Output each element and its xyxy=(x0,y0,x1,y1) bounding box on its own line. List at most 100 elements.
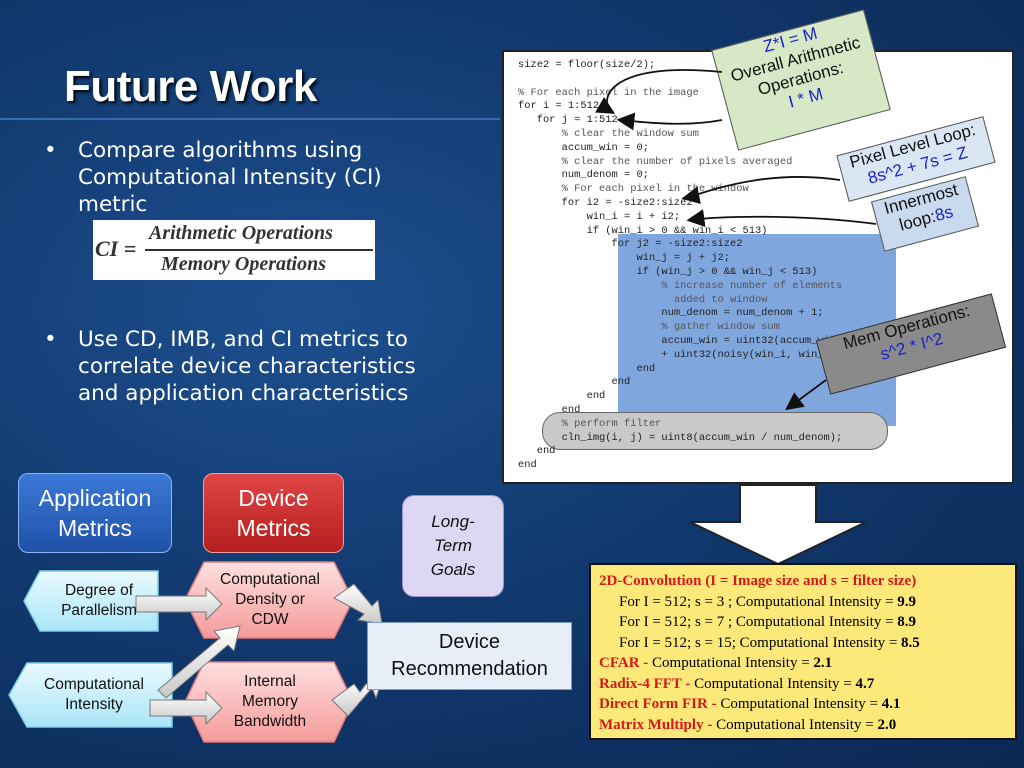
code-line: end xyxy=(518,362,656,375)
result-value: 2.0 xyxy=(877,716,897,733)
bullet-line: Computational Intensity (CI) xyxy=(78,165,382,190)
formula-lhs: CI = xyxy=(95,236,137,261)
box-line: Memory xyxy=(242,693,298,710)
code-comment-line: % clear the window sum xyxy=(518,127,699,140)
box-line: Device xyxy=(438,631,501,653)
bullet-line: Compare algorithms using xyxy=(78,138,363,163)
bullet-use-metrics: • Use CD, IMB, and CI metrics to correla… xyxy=(44,326,498,407)
result-text: Computational Intensity = xyxy=(694,675,856,692)
pointer-arrow xyxy=(686,209,877,228)
computational-intensity-label: Computational Intensity xyxy=(27,663,161,727)
result-row: CFAR - Computational Intensity = 2.1 xyxy=(599,653,1007,674)
code-line: end xyxy=(518,445,556,458)
pointer-arrow xyxy=(681,176,841,204)
code-line: end xyxy=(518,403,581,416)
code-comment-line: added to window xyxy=(518,293,768,306)
pointer-arrow xyxy=(595,69,723,114)
code-line: num_denom = num_denom + 1; xyxy=(518,307,824,320)
code-line: end xyxy=(518,376,631,389)
box-line: Computational xyxy=(44,676,144,693)
algorithm-name: Matrix Multiply - xyxy=(599,716,717,733)
bullet-line: metric xyxy=(78,192,148,217)
internal-memory-bandwidth-label: Internal Memory Bandwidth xyxy=(200,664,340,740)
result-text: Computational Intensity = xyxy=(720,696,882,712)
algorithm-name: Direct Form FIR - xyxy=(599,696,721,712)
result-row: Radix-4 FFT - Computational Intensity = … xyxy=(599,674,1007,695)
box-line: Internal xyxy=(244,673,296,690)
box-line: Metrics xyxy=(57,515,133,541)
box-line: Density or xyxy=(235,591,305,608)
title-divider xyxy=(0,118,500,120)
slide-title: Future Work xyxy=(64,62,317,111)
code-line: accum_win = 0; xyxy=(518,141,649,154)
application-metrics-box: Application Metrics xyxy=(18,473,172,553)
metrics-diagram-shapes xyxy=(8,561,383,743)
result-row: Matrix Multiply - Computational Intensit… xyxy=(599,715,1007,736)
code-line: for j = 1:512 xyxy=(518,114,618,127)
result-value: 4.7 xyxy=(855,675,875,692)
code-comment-line: % gather window sum xyxy=(518,321,780,334)
box-line: Term xyxy=(433,536,473,555)
code-comment-line: % For each pixel in the window xyxy=(518,183,749,196)
device-recommendation-box: Device Recommendation xyxy=(367,622,572,690)
code-comment-line: % For each pixel in the image xyxy=(518,86,699,99)
box-line: Bandwidth xyxy=(233,713,307,730)
bullet-compare-algorithms: • Compare algorithms using Computational… xyxy=(44,137,498,218)
result-text: For I = 512; s = 15; Computational Inten… xyxy=(619,634,902,651)
box-line: Parallelism xyxy=(61,602,137,619)
code-line: num_denom = 0; xyxy=(518,169,649,182)
code-comment-line: % clear the number of pixels averaged xyxy=(518,155,793,168)
results-box: 2D-Convolution (I = Image size and s = f… xyxy=(589,563,1017,740)
box-line: Device xyxy=(238,485,309,511)
code-line: cln_img(i, j) = uint8(accum_win / num_de… xyxy=(518,431,843,444)
long-term-goals-box: Long- Term Goals xyxy=(402,495,504,597)
result-value: 8.9 xyxy=(897,614,917,630)
result-value: 4.1 xyxy=(881,696,901,712)
pointer-arrow xyxy=(785,379,827,411)
code-line: for i2 = -size2:size2 xyxy=(518,196,693,209)
connector-arrow xyxy=(157,625,241,699)
box-line: Application xyxy=(38,485,152,511)
code-line: for j2 = -size2:size2 xyxy=(518,238,743,251)
ci-formula: CI = Arithmetic Operations Memory Operat… xyxy=(93,220,375,280)
box-line: Intensity xyxy=(65,696,123,713)
result-text: For I = 512; s = 7 ; Computational Inten… xyxy=(619,614,898,630)
box-line: Goals xyxy=(430,560,476,579)
pointer-arrow xyxy=(616,112,723,131)
code-line: if (win_j > 0 && win_j < 513) xyxy=(518,265,818,278)
results-heading: 2D-Convolution (I = Image size and s = f… xyxy=(599,573,917,589)
bullet-marker: • xyxy=(44,138,57,163)
result-value: 2.1 xyxy=(813,655,833,671)
box-line: Long- xyxy=(431,512,475,531)
code-line: size2 = floor(size/2); xyxy=(518,59,656,71)
box-line: Metrics xyxy=(236,515,311,541)
algorithm-name: Radix-4 FFT - xyxy=(599,675,695,692)
connector-arrow xyxy=(135,586,223,622)
down-arrow-icon xyxy=(689,484,867,566)
filter-step-highlight xyxy=(542,412,888,450)
bullet-line: and application characteristics xyxy=(78,381,409,406)
result-value: 8.5 xyxy=(901,634,920,651)
code-line: if (win_i > 0 && win_i < 513) xyxy=(518,224,768,237)
bullet-line: Use CD, IMB, and CI metrics to xyxy=(78,327,408,352)
computational-density-label: Computational Density or CDW xyxy=(200,562,340,638)
connector-arrow xyxy=(149,690,223,726)
code-line: win_i = i + i2; xyxy=(518,210,681,223)
result-value: 9.9 xyxy=(897,593,917,610)
box-line: Degree of xyxy=(64,582,134,599)
degree-of-parallelism-label: Degree of Parallelism xyxy=(40,571,158,631)
result-text: For I = 512; s = 3 ; Computational Inten… xyxy=(619,593,898,610)
formula-denominator: Memory Operations xyxy=(161,253,326,275)
code-line: end xyxy=(518,390,606,403)
code-line: for i = 1:512 xyxy=(518,100,600,113)
bullet-marker: • xyxy=(44,327,57,352)
algorithm-name: CFAR - xyxy=(599,655,653,671)
formula-fraction-bar xyxy=(145,249,373,251)
intensity-shape xyxy=(8,662,173,728)
code-listing: size2 = floor(size/2); % For each pixel i… xyxy=(518,59,848,473)
bullet-line: correlate device characteristics xyxy=(78,354,416,379)
result-row: For I = 512; s = 7 ; Computational Inten… xyxy=(599,612,1007,633)
result-text: Computational Intensity = xyxy=(716,716,878,733)
code-panel: size2 = floor(size/2); % For each pixel i… xyxy=(502,50,1014,484)
